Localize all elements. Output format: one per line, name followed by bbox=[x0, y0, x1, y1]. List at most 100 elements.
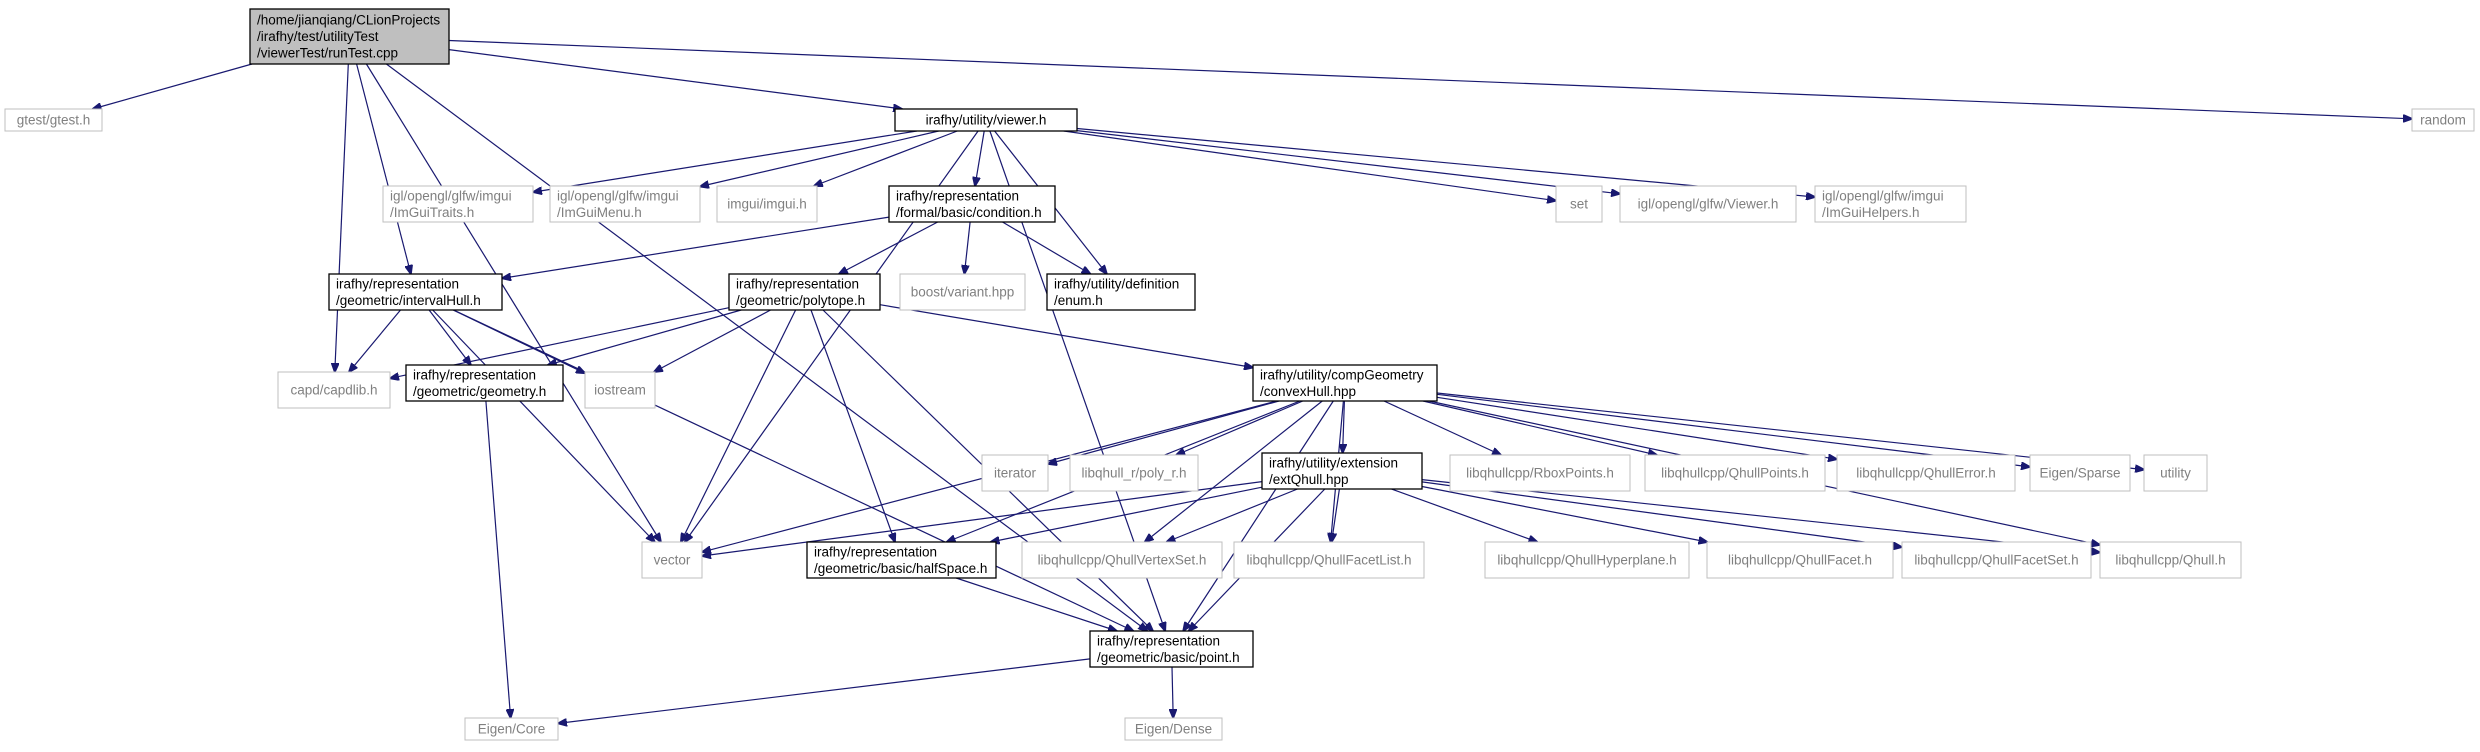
node-vertexset-box bbox=[1021, 541, 1223, 579]
edge-polytope-to-halfspace bbox=[810, 309, 895, 542]
node-extqhull-label-line-1: /extQhull.hpp bbox=[1269, 472, 1349, 487]
edge-extqhull-to-facet bbox=[1421, 485, 1707, 543]
node-utility-label-line-0: utility bbox=[2160, 466, 2191, 481]
node-iterator: iterator bbox=[981, 454, 1049, 492]
node-facetlist-label-line-0: libqhullcpp/QhullFacetList.h bbox=[1246, 553, 1411, 568]
node-extqhull[interactable]: irafhy/utility/extension/extQhull.hpp bbox=[1261, 452, 1423, 490]
node-polytope[interactable]: irafhy/representation/geometric/polytope… bbox=[728, 273, 881, 311]
edge-viewer-to-condition bbox=[975, 130, 985, 186]
node-vector-label-line-0: vector bbox=[654, 553, 691, 568]
node-viewer[interactable]: irafhy/utility/viewer.h bbox=[894, 108, 1078, 132]
node-halfspace[interactable]: irafhy/representation/geometric/basic/ha… bbox=[806, 541, 997, 579]
edge-root-to-capdlib bbox=[335, 63, 349, 372]
node-intervalhull[interactable]: irafhy/representation/geometric/interval… bbox=[328, 273, 503, 311]
node-rboxpoints-box bbox=[1449, 454, 1631, 492]
node-root-label-line-1: /irafhy/test/utilityTest bbox=[257, 29, 379, 44]
node-iterator-box bbox=[981, 454, 1049, 492]
node-hyperplane-box bbox=[1484, 541, 1690, 579]
node-imgui: imgui/imgui.h bbox=[716, 185, 818, 223]
edge-root-to-vector bbox=[365, 63, 661, 542]
node-enum[interactable]: irafhy/utility/definition/enum.h bbox=[1046, 273, 1196, 311]
edge-condition-to-variant bbox=[964, 221, 971, 274]
node-enum-box bbox=[1046, 273, 1196, 311]
node-condition-label-line-1: /formal/basic/condition.h bbox=[896, 205, 1042, 220]
node-iostream-box bbox=[584, 371, 656, 409]
edge-condition-to-intervalhull bbox=[502, 216, 890, 278]
node-facetlist-box bbox=[1233, 541, 1425, 579]
edge-point-to-eigencore bbox=[558, 658, 1091, 724]
node-root[interactable]: /home/jianqiang/CLionProjects/irafhy/tes… bbox=[249, 8, 450, 65]
node-variant: boost/variant.hpp bbox=[899, 273, 1026, 311]
node-point[interactable]: irafhy/representation/geometric/basic/po… bbox=[1089, 630, 1254, 668]
node-root-box bbox=[249, 8, 450, 65]
edge-polytope-to-geometry bbox=[548, 309, 742, 365]
node-eigendense: Eigen/Dense bbox=[1124, 717, 1223, 741]
node-gtest-label-line-0: gtest/gtest.h bbox=[17, 113, 91, 128]
node-point-box bbox=[1089, 630, 1254, 668]
node-capdlib: capd/capdlib.h bbox=[277, 371, 391, 409]
edge-convexhull-to-rboxpoints bbox=[1383, 400, 1501, 455]
edge-root-to-intervalhull bbox=[356, 63, 411, 274]
node-iostream: iostream bbox=[584, 371, 656, 409]
edge-extqhull-to-facetset bbox=[1421, 481, 1902, 547]
node-facetset-label-line-0: libqhullcpp/QhullFacetSet.h bbox=[1914, 553, 2078, 568]
node-convexhull[interactable]: irafhy/utility/compGeometry/convexHull.h… bbox=[1252, 364, 1438, 402]
node-utility-box bbox=[2143, 454, 2208, 492]
node-polyr-label-line-0: libqhull_r/poly_r.h bbox=[1081, 466, 1186, 481]
node-convexhull-label-line-0: irafhy/utility/compGeometry bbox=[1260, 367, 1424, 382]
edge-convexhull-to-qhullerror bbox=[1436, 396, 1837, 459]
node-imguihelpers-label-line-0: igl/opengl/glfw/imgui bbox=[1822, 188, 1944, 203]
node-convexhull-box bbox=[1252, 364, 1438, 402]
edge-geometry-to-eigencore bbox=[485, 400, 511, 718]
node-hyperplane-label-line-0: libqhullcpp/QhullHyperplane.h bbox=[1497, 553, 1676, 568]
node-geometry[interactable]: irafhy/representation/geometric/geometry… bbox=[405, 364, 564, 402]
edge-convexhull-to-utility bbox=[1436, 392, 2144, 470]
node-facet-label-line-0: libqhullcpp/QhullFacet.h bbox=[1728, 553, 1872, 568]
edge-intervalhull-to-capdlib bbox=[349, 309, 401, 372]
node-imguitraits: igl/opengl/glfw/imgui/ImGuiTraits.h bbox=[382, 185, 534, 223]
node-convexhull-label-line-1: /convexHull.hpp bbox=[1260, 384, 1356, 399]
edge-viewer-to-iglviewer bbox=[1076, 130, 1620, 194]
edge-convexhull-to-vertexset bbox=[1145, 400, 1323, 542]
node-eigensparse-box bbox=[2029, 454, 2131, 492]
node-rboxpoints: libqhullcpp/RboxPoints.h bbox=[1449, 454, 1631, 492]
node-set-label-line-0: set bbox=[1570, 197, 1588, 212]
edge-extqhull-to-vector bbox=[702, 481, 1263, 556]
node-intervalhull-box bbox=[328, 273, 503, 311]
node-eigensparse: Eigen/Sparse bbox=[2029, 454, 2131, 492]
node-viewer-box bbox=[894, 108, 1078, 132]
node-condition-label-line-0: irafhy/representation bbox=[896, 188, 1019, 203]
node-imguihelpers-label-line-1: /ImGuiHelpers.h bbox=[1822, 205, 1920, 220]
node-qhullpoints-label-line-0: libqhullcpp/QhullPoints.h bbox=[1661, 466, 1809, 481]
node-qhullerror: libqhullcpp/QhullError.h bbox=[1836, 454, 2016, 492]
node-halfspace-box bbox=[806, 541, 997, 579]
node-iglviewer: igl/opengl/glfw/Viewer.h bbox=[1619, 185, 1797, 223]
edge-point-to-eigendense bbox=[1172, 666, 1173, 718]
node-extqhull-label-line-0: irafhy/utility/extension bbox=[1269, 455, 1398, 470]
edge-root-to-gtest bbox=[93, 63, 253, 109]
edge-viewer-to-imguitraits bbox=[533, 130, 917, 192]
node-random-box bbox=[2411, 108, 2475, 132]
node-facetlist: libqhullcpp/QhullFacetList.h bbox=[1233, 541, 1425, 579]
node-extqhull-box bbox=[1261, 452, 1423, 490]
edge-extqhull-to-vertexset bbox=[1167, 488, 1298, 542]
edge-root-to-random bbox=[448, 39, 2412, 119]
node-imguitraits-label-line-1: /ImGuiTraits.h bbox=[390, 205, 474, 220]
node-imguihelpers-box bbox=[1814, 185, 1967, 223]
edge-intervalhull-to-geometry bbox=[428, 309, 471, 365]
node-viewer-label-line-0: irafhy/utility/viewer.h bbox=[926, 113, 1047, 128]
edge-root-to-viewer bbox=[448, 49, 902, 109]
node-gtest: gtest/gtest.h bbox=[4, 108, 103, 132]
edge-condition-to-polytope bbox=[839, 221, 938, 274]
node-facetset-box bbox=[1901, 541, 2092, 579]
edge-convexhull-to-iterator bbox=[1048, 400, 1280, 464]
node-vertexset-label-line-0: libqhullcpp/QhullVertexSet.h bbox=[1038, 553, 1207, 568]
node-hyperplane: libqhullcpp/QhullHyperplane.h bbox=[1484, 541, 1690, 579]
node-halfspace-label-line-0: irafhy/representation bbox=[814, 544, 937, 559]
node-random: random bbox=[2411, 108, 2475, 132]
node-iglviewer-box bbox=[1619, 185, 1797, 223]
node-qhullpoints-box bbox=[1644, 454, 1826, 492]
node-polytope-label-line-0: irafhy/representation bbox=[736, 276, 859, 291]
node-iterator-label-line-0: iterator bbox=[994, 466, 1037, 481]
node-condition[interactable]: irafhy/representation/formal/basic/condi… bbox=[888, 185, 1056, 223]
